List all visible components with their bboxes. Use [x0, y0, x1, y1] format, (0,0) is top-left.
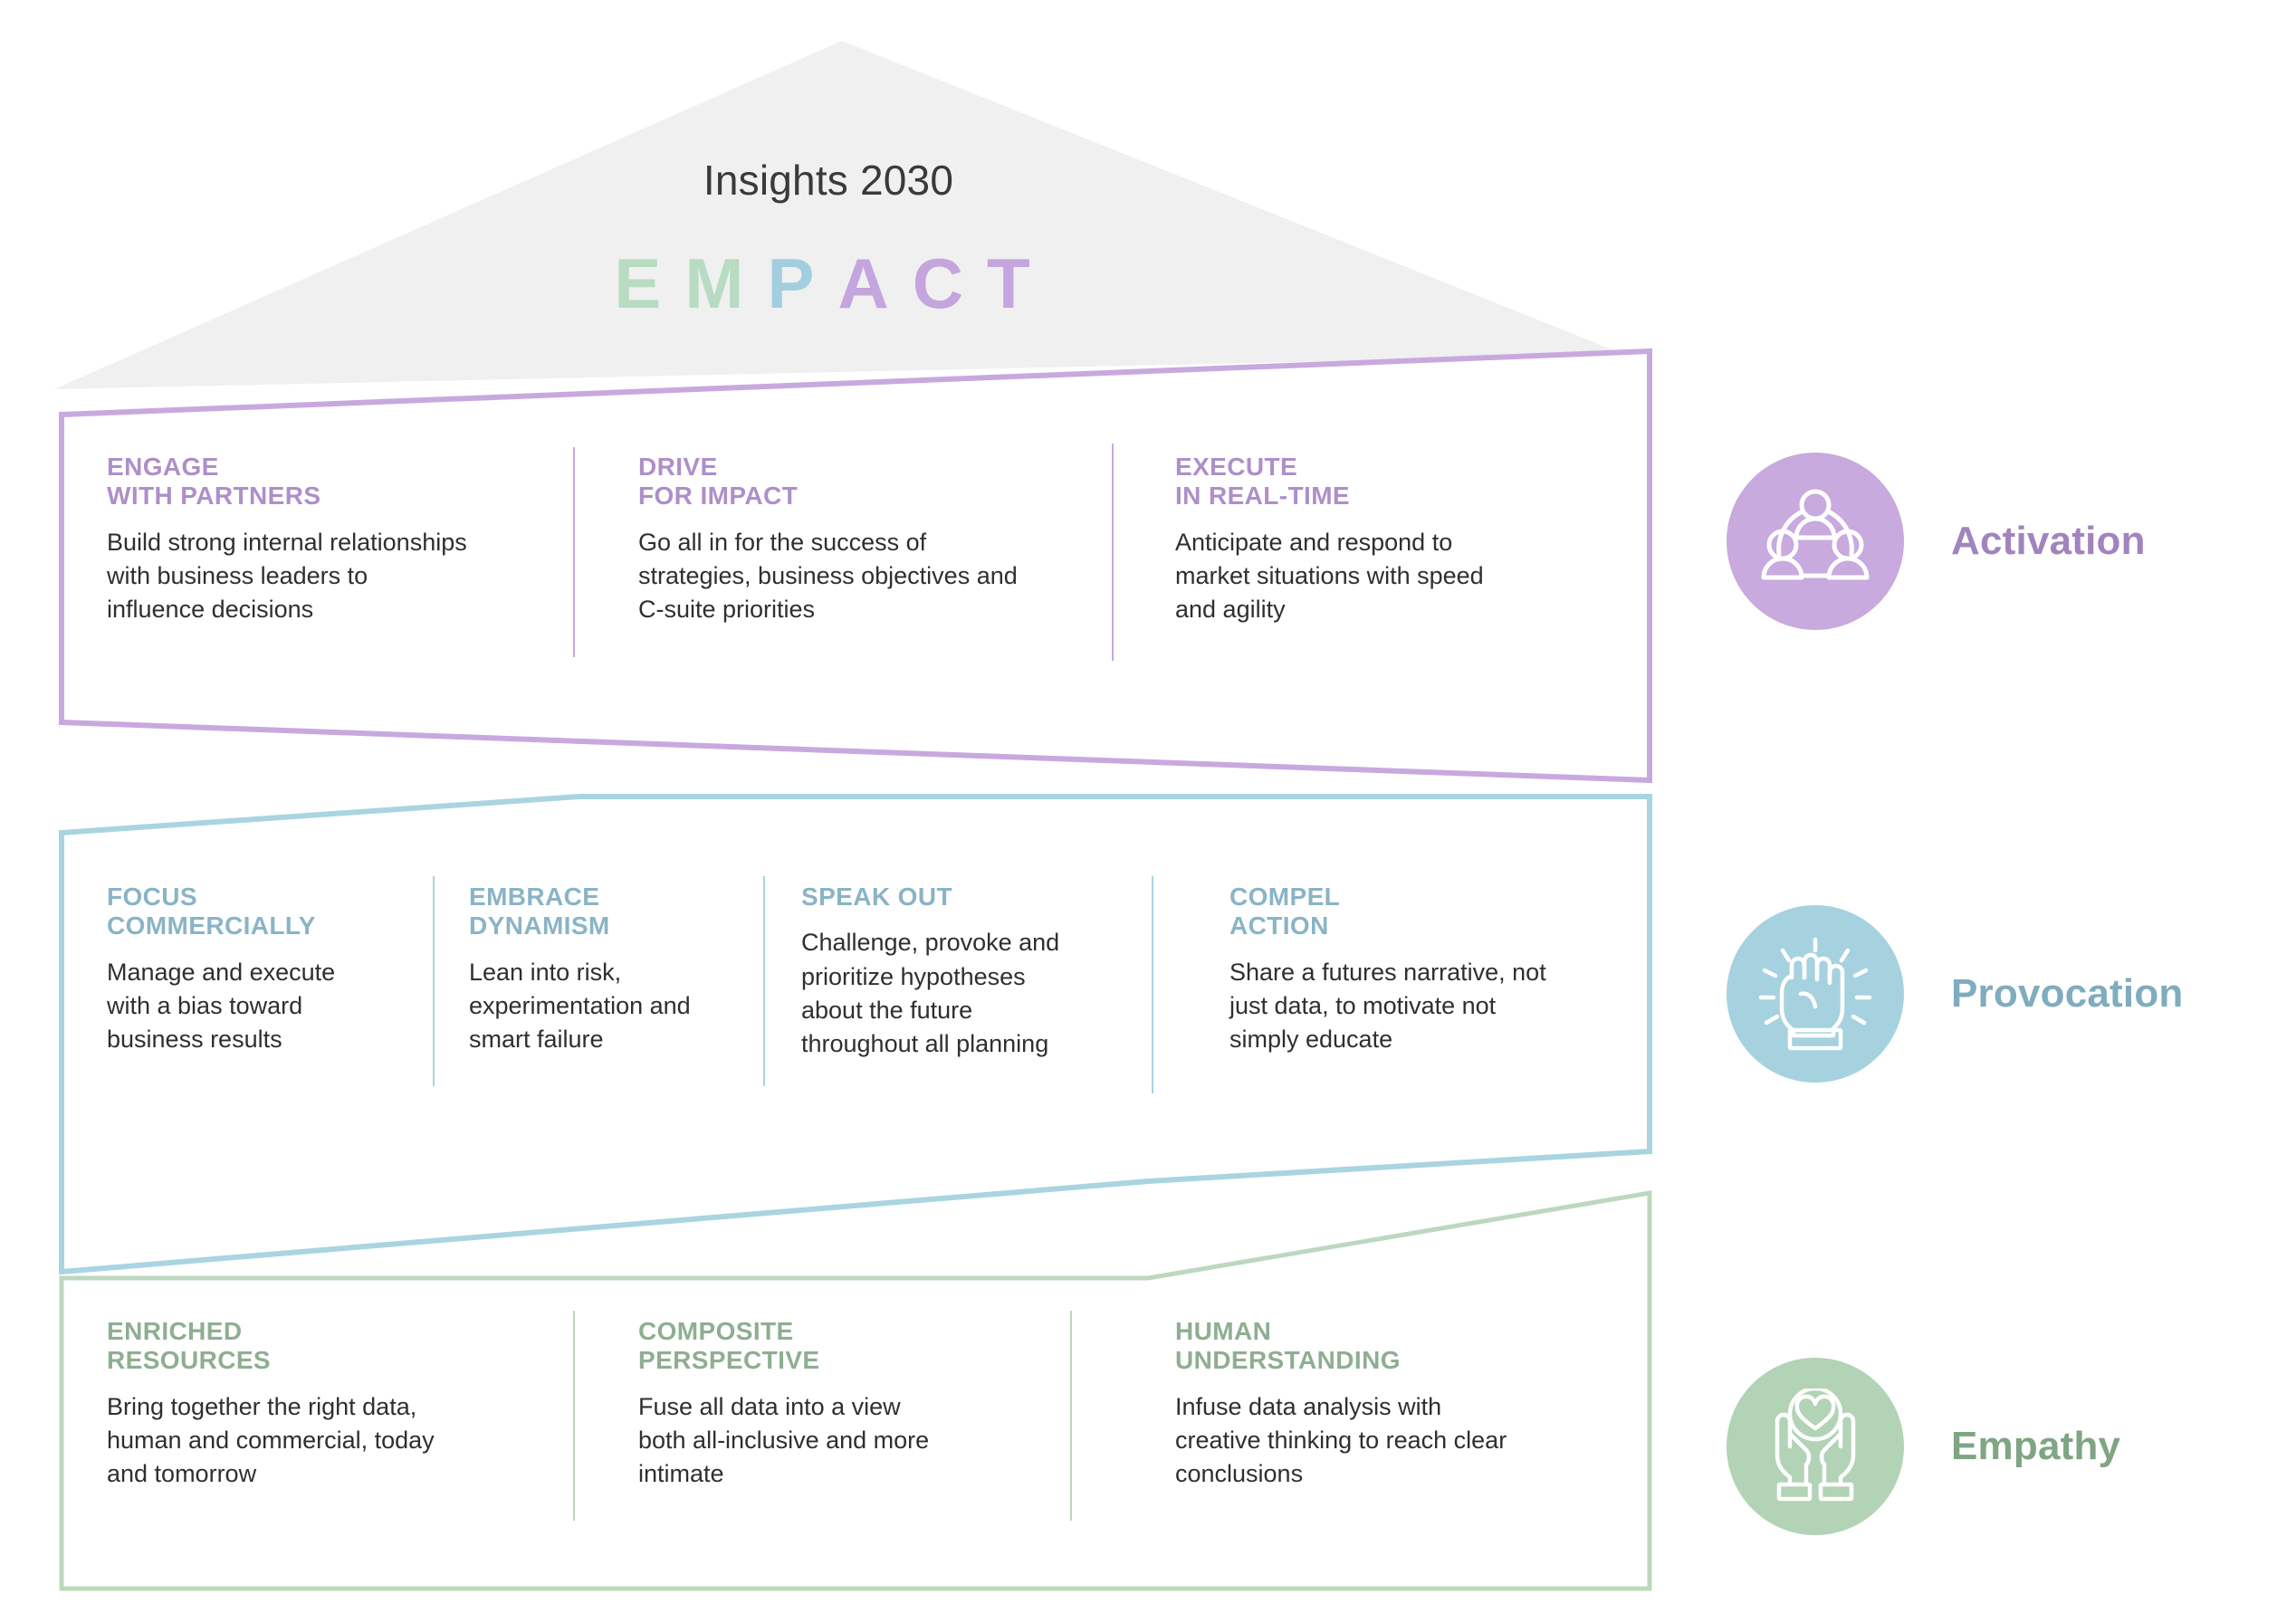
column-divider [573, 447, 575, 657]
column-divider [763, 876, 765, 1086]
column-divider [1070, 1311, 1072, 1521]
legend-label-activation: Activation [1951, 519, 2146, 563]
activation-column-3: EXECUTE IN REAL-TIME Anticipate and resp… [1175, 453, 1610, 627]
column-heading: ENGAGE WITH PARTNERS [107, 453, 321, 511]
provocation-column-2: EMBRACE DYNAMISM Lean into risk, experim… [469, 883, 754, 1057]
column-body: Challenge, provoke and prioritize hypoth… [801, 929, 1060, 1058]
acronym-letter-e: E [614, 243, 674, 323]
column-body: Fuse all data into a view both all-inclu… [638, 1392, 930, 1488]
column-body: Bring together the right data, human and… [107, 1392, 435, 1488]
acronym-letter-a: A [837, 243, 902, 323]
column-heading: FOCUS COMMERCIALLY [107, 883, 316, 940]
acronym-letter-p: P [767, 243, 828, 323]
acronym-letter-c: C [912, 243, 977, 323]
column-divider [1152, 876, 1153, 1093]
activation-column-2: DRIVE FOR IMPACT Go all in for the succe… [638, 453, 1109, 627]
column-divider [433, 876, 435, 1086]
provocation-column-1: FOCUS COMMERCIALLY Manage and execute wi… [107, 883, 406, 1057]
legend-label-empathy: Empathy [1951, 1424, 2121, 1468]
legend-label-provocation: Provocation [1951, 971, 2184, 1016]
column-heading: EMBRACE DYNAMISM [469, 883, 610, 940]
column-body: Infuse data analysis with creative think… [1175, 1392, 1507, 1488]
column-body: Manage and execute with a bias toward bu… [107, 958, 336, 1054]
legend-item-provocation[interactable]: Provocation [1727, 905, 2183, 1083]
acronym-letter-t: T [987, 243, 1043, 323]
provocation-column-3: SPEAK OUT Challenge, provoke and priorit… [801, 883, 1127, 1061]
column-divider [1112, 444, 1114, 661]
hands-holding-heart-icon [1775, 1389, 1856, 1502]
column-heading: ENRICHED RESOURCES [107, 1317, 271, 1375]
provocation-badge [1727, 905, 1904, 1083]
activation-badge [1727, 453, 1904, 630]
acronym-letter-m: M [684, 243, 757, 323]
column-heading: EXECUTE IN REAL-TIME [1175, 453, 1351, 511]
column-body: Anticipate and respond to market situati… [1175, 528, 1484, 624]
roof-shape [54, 41, 1625, 389]
activation-column-1: ENGAGE WITH PARTNERS Build strong intern… [107, 453, 560, 627]
empathy-column-2: COMPOSITE PERSPECTIVE Fuse all data into… [638, 1317, 1055, 1492]
legend-item-empathy[interactable]: Empathy [1727, 1358, 2120, 1535]
column-heading: DRIVE FOR IMPACT [638, 453, 799, 511]
provocation-column-4: COMPEL ACTION Share a futures narrative,… [1229, 883, 1628, 1057]
column-heading: COMPOSITE PERSPECTIVE [638, 1317, 820, 1375]
column-body: Lean into risk, experimentation and smar… [469, 958, 691, 1054]
legend-item-activation[interactable]: Activation [1727, 453, 2146, 630]
column-body: Share a futures narrative, not just data… [1229, 958, 1546, 1054]
column-body: Build strong internal relationships with… [107, 528, 467, 624]
column-body: Go all in for the success of strategies,… [638, 528, 1018, 624]
column-heading: COMPEL ACTION [1229, 883, 1341, 940]
page-title: Insights 2030 [703, 157, 954, 204]
column-heading: HUMAN UNDERSTANDING [1175, 1317, 1401, 1375]
raised-fist-icon [1758, 937, 1872, 1051]
empathy-column-1: ENRICHED RESOURCES Bring together the ri… [107, 1317, 560, 1492]
empathy-badge [1727, 1358, 1904, 1535]
column-divider [573, 1311, 575, 1521]
people-network-icon [1761, 489, 1870, 580]
column-heading: SPEAK OUT [801, 883, 952, 911]
empathy-column-3: HUMAN UNDERSTANDING Infuse data analysis… [1175, 1317, 1601, 1492]
